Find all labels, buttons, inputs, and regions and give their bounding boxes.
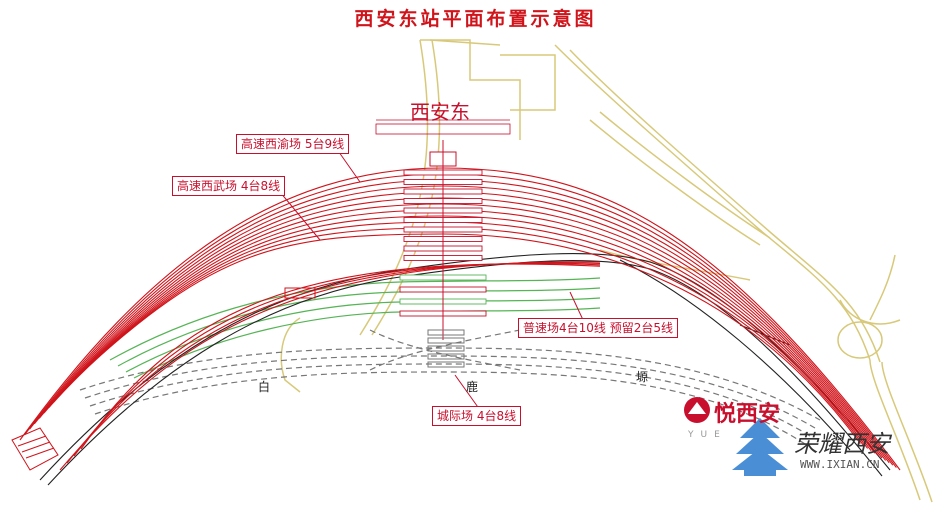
intercity-platform <box>427 329 465 336</box>
intercity-platform <box>427 337 465 344</box>
ground-char-bai: 白 <box>258 380 271 394</box>
watermark-brand-sub: YUE <box>688 430 727 440</box>
small-red-structure <box>284 287 316 299</box>
yard-label-chengji: 城际场 4台8线 <box>432 406 522 426</box>
watermark-logo <box>684 397 710 423</box>
intercity-dashed-tracks <box>79 329 821 445</box>
ground-char-yuan: 塬 <box>636 370 649 384</box>
left-hatched-area <box>11 427 59 471</box>
yard-label-xiwu: 高速西武场 4台8线 <box>172 176 286 196</box>
watermark-script: 荣耀西安 <box>794 430 890 458</box>
yard-label-putong: 普速场4台10线 预留2台5线 <box>518 318 678 338</box>
watermark-pagoda-icon <box>732 418 788 476</box>
intercity-platform <box>427 353 465 360</box>
intercity-platform <box>427 345 465 352</box>
road-network <box>280 39 933 503</box>
station-annotation-box <box>375 123 511 135</box>
watermark-brand: 悦西安 <box>714 402 781 427</box>
diagram-title: 西安东站平面布置示意图 <box>354 8 597 30</box>
intercity-platform <box>427 361 465 368</box>
intercity-platform-grid <box>427 329 465 368</box>
high-speed-branch-line <box>73 263 601 457</box>
high-speed-branch-line <box>80 263 601 450</box>
yard-label-xiyu: 高速西渝场 5台9线 <box>236 134 350 154</box>
station-name: 西安东 <box>410 100 470 124</box>
watermark-url: WWW.IXIAN.CN <box>800 458 880 471</box>
ground-char-lu: 鹿 <box>466 380 479 394</box>
